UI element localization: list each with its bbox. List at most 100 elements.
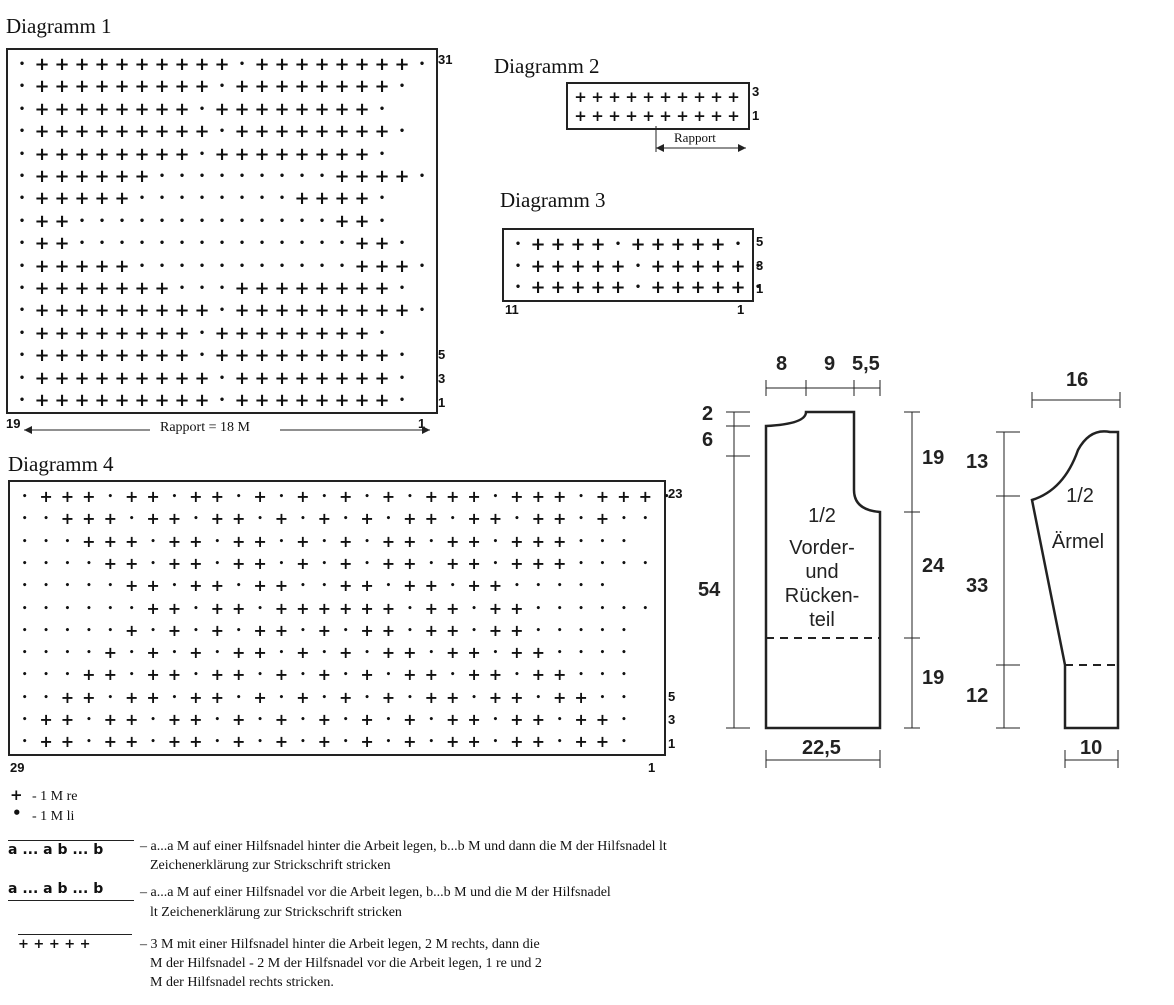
purl-stitch: • — [198, 193, 206, 205]
knit-stitch: + — [254, 390, 270, 411]
knit-stitch: + — [591, 107, 604, 125]
knit-stitch: + — [690, 277, 706, 298]
purl-stitch: • — [198, 327, 206, 339]
purl-stitch: • — [198, 350, 206, 362]
purl-stitch: • — [178, 238, 186, 250]
knit-stitch: + — [34, 345, 50, 367]
knit-stitch: + — [74, 367, 90, 389]
diagram2-title: Diagramm 2 — [494, 54, 600, 78]
knit-stitch: + — [381, 598, 396, 618]
purl-stitch: • — [238, 193, 246, 205]
knit-stitch: + — [214, 345, 230, 367]
knit-stitch: + — [424, 487, 438, 506]
purl-stitch: • — [621, 514, 627, 525]
diagram1-rapport-arrow — [24, 426, 430, 434]
purl-stitch: • — [218, 372, 226, 384]
dim-right-2: 24 — [922, 555, 945, 577]
knit-stitch: + — [74, 143, 90, 165]
knit-stitch: + — [317, 509, 331, 529]
knit-stitch: + — [510, 553, 524, 573]
knit-stitch: + — [730, 277, 746, 298]
purl-stitch: • — [18, 305, 26, 317]
purl-stitch: • — [754, 260, 762, 272]
knit-stitch: + — [354, 143, 370, 165]
purl-stitch: • — [428, 715, 435, 725]
knit-stitch: + — [234, 121, 250, 143]
knit-stitch: + — [424, 576, 438, 596]
purl-stitch: • — [150, 715, 156, 725]
purl-stitch: • — [364, 536, 370, 547]
diagram1-row: •+++++++++•++++++++• — [8, 390, 436, 412]
knit-stitch: + — [570, 234, 586, 255]
knit-stitch: + — [94, 278, 110, 299]
diagram1-rapport: Rapport = 18 M — [160, 420, 250, 435]
purl-stitch: • — [128, 514, 135, 525]
legend-cable-front-2: lt Zeichenerklärung zur Strickschrift st… — [150, 905, 402, 920]
purl-stitch: • — [178, 260, 186, 272]
purl-stitch: • — [21, 715, 28, 725]
knit-stitch: + — [334, 188, 350, 210]
purl-stitch: • — [385, 514, 392, 525]
knit-stitch: + — [591, 88, 604, 106]
purl-stitch: • — [578, 648, 584, 659]
knit-stitch: + — [317, 710, 331, 729]
knit-stitch: + — [595, 509, 610, 529]
knit-stitch: + — [590, 234, 606, 255]
purl-stitch: • — [378, 103, 386, 115]
knit-stitch: + — [134, 121, 150, 143]
purl-stitch: • — [449, 670, 456, 681]
purl-stitch: • — [642, 558, 649, 569]
knit-stitch: + — [146, 665, 160, 685]
knit-stitch: + — [403, 576, 417, 596]
knit-stitch: + — [54, 367, 70, 389]
diagram2-grid: ++++++++++++++++++++ — [566, 82, 750, 130]
knit-stitch: + — [488, 576, 503, 596]
knit-stitch: + — [510, 687, 524, 707]
purl-stitch: • — [418, 171, 426, 182]
knit-stitch: + — [134, 143, 150, 165]
purl-stitch: • — [214, 536, 221, 547]
knit-stitch: + — [317, 620, 331, 640]
knit-stitch: + — [54, 233, 70, 255]
knit-stitch: + — [296, 687, 310, 707]
knit-stitch: + — [114, 121, 130, 143]
knit-stitch: + — [710, 234, 726, 255]
purl-stitch: • — [278, 492, 285, 502]
knit-stitch: + — [550, 234, 566, 255]
knit-stitch: + — [214, 54, 230, 75]
purl-stitch: • — [578, 514, 584, 525]
knit-stitch: + — [314, 300, 330, 322]
body-label-3: und — [805, 561, 838, 583]
knit-stitch: + — [210, 509, 224, 529]
knit-stitch: + — [314, 76, 330, 98]
knit-stitch: + — [354, 121, 370, 143]
knit-stitch: + — [103, 531, 117, 551]
knit-stitch: + — [294, 143, 310, 165]
purl-stitch: • — [258, 193, 266, 205]
knit-stitch: + — [354, 76, 370, 98]
knit-stitch: + — [114, 390, 130, 411]
knit-stitch: + — [254, 278, 270, 299]
diagram4-row: •+++•++•++•+•+•+•+•+++•+++•+++• — [10, 486, 670, 508]
purl-stitch: • — [198, 171, 206, 182]
knit-stitch: + — [74, 188, 90, 210]
knit-stitch: + — [590, 277, 606, 298]
purl-stitch: • — [18, 283, 26, 294]
diagram2-row-label-1: 1 — [752, 108, 760, 123]
sleeve-dim-left-3: 12 — [966, 685, 988, 707]
purl-stitch: • — [158, 193, 166, 205]
purl-stitch: • — [278, 215, 286, 227]
purl-stitch: • — [578, 625, 584, 636]
purl-stitch: • — [218, 81, 226, 93]
dim-top-3: 5,5 — [852, 353, 880, 375]
purl-stitch: • — [214, 715, 221, 725]
knit-stitch: + — [630, 234, 646, 255]
knit-stitch: + — [394, 255, 410, 277]
purl-stitch: • — [492, 648, 499, 659]
knit-stitch: + — [467, 665, 481, 685]
knit-stitch: + — [167, 620, 182, 640]
knit-stitch: + — [39, 732, 53, 752]
knit-stitch: + — [54, 322, 70, 344]
purl-stitch: • — [238, 215, 246, 227]
diagram2-rapport: Rapport — [674, 130, 716, 145]
